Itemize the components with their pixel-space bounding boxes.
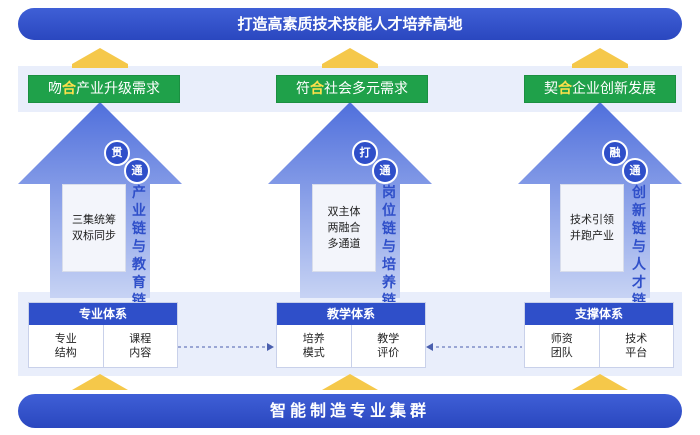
yellow-up-arrow-6 — [572, 374, 628, 390]
yellow-up-arrow-3 — [572, 48, 628, 64]
goal-text-1a: 吻 — [48, 81, 62, 97]
circle-3b: 通 — [622, 158, 648, 184]
goal-box-1: 吻合产业升级需求 — [28, 75, 180, 103]
side-char: 岗 — [382, 185, 396, 201]
dashed-connectors — [178, 343, 522, 351]
circle-1a-text: 贯 — [111, 146, 123, 159]
side-char: 教 — [132, 257, 146, 273]
system-box-3: 支撑体系 师资 团队 技术 平台 — [524, 302, 674, 368]
bottom-banner: 智能制造专业集群 — [18, 394, 682, 428]
goal-highlight-2: 合 — [310, 81, 324, 97]
goal-highlight-1: 合 — [62, 81, 76, 97]
side-char: 新 — [632, 203, 646, 219]
side-char: 才 — [632, 275, 646, 291]
yellow-up-arrow-3-base — [572, 64, 628, 68]
goal-text-2a: 符 — [296, 81, 310, 97]
inner-text-3: 技术引领 并跑产业 — [570, 213, 614, 242]
system-cell-3a: 师资 团队 — [525, 325, 600, 367]
inner-box-3: 技术引领 并跑产业 — [560, 184, 624, 272]
side-char: 育 — [132, 275, 146, 291]
side-char: 业 — [132, 203, 146, 219]
side-text-1: 产 业 链 与 教 育 链 — [130, 184, 148, 310]
side-char: 与 — [382, 239, 396, 255]
top-banner: 打造高素质技术技能人才培养高地 — [18, 8, 682, 40]
yellow-up-arrow-2 — [322, 48, 378, 64]
yellow-up-arrow-1 — [72, 48, 128, 64]
circle-2b: 通 — [372, 158, 398, 184]
yellow-arrows-bottom — [72, 374, 628, 390]
circle-1b: 通 — [124, 158, 150, 184]
inner-text-2: 双主体 两融合 多通道 — [327, 205, 361, 250]
circle-1a: 贯 — [104, 140, 130, 166]
circle-2a-text: 打 — [359, 146, 371, 159]
system-cell-2a: 培养 模式 — [277, 325, 352, 367]
circle-3a: 融 — [602, 140, 628, 166]
circle-2b-text: 通 — [379, 164, 391, 177]
yellow-up-arrow-4 — [72, 374, 128, 390]
side-char: 与 — [132, 239, 146, 255]
side-char: 培 — [382, 257, 396, 273]
goal-text-2b: 社会多元需求 — [324, 81, 408, 97]
circle-3a-text: 融 — [609, 146, 621, 159]
goal-box-3: 契合企业创新发展 — [524, 75, 676, 103]
circle-3b-text: 通 — [629, 164, 641, 177]
system-title-2: 教学体系 — [277, 303, 425, 325]
side-text-2: 岗 位 链 与 培 养 链 — [380, 184, 398, 310]
goal-text-1b: 产业升级需求 — [76, 81, 160, 97]
side-char: 人 — [632, 257, 646, 273]
system-cell-2b: 教学 评价 — [351, 325, 425, 367]
side-char: 链 — [382, 221, 396, 237]
side-char: 链 — [132, 221, 146, 237]
inner-box-2: 双主体 两融合 多通道 — [312, 184, 376, 272]
system-title-1: 专业体系 — [29, 303, 177, 325]
goal-text-3a: 契 — [544, 81, 558, 97]
yellow-up-arrow-1-base — [72, 64, 128, 68]
bottom-banner-text: 智能制造专业集群 — [269, 401, 430, 420]
side-char: 与 — [632, 239, 646, 255]
inner-text-1: 三集统筹 双标同步 — [72, 213, 116, 242]
goal-box-2: 符合社会多元需求 — [276, 75, 428, 103]
system-title-3: 支撑体系 — [525, 303, 673, 325]
side-char: 位 — [382, 203, 396, 219]
inner-box-1: 三集统筹 双标同步 — [62, 184, 126, 272]
system-cell-3b: 技术 平台 — [599, 325, 673, 367]
system-box-2: 教学体系 培养 模式 教学 评价 — [276, 302, 426, 368]
goal-highlight-3: 合 — [558, 81, 572, 97]
side-text-3: 创 新 链 与 人 才 链 — [630, 184, 648, 310]
system-cell-1b: 课程 内容 — [103, 325, 177, 367]
side-char: 养 — [382, 275, 396, 291]
dashed-arrow-right-head — [426, 343, 433, 351]
yellow-up-arrow-5 — [322, 374, 378, 390]
circle-2a: 打 — [352, 140, 378, 166]
goal-text-3b: 企业创新发展 — [572, 81, 656, 97]
circle-1b-text: 通 — [131, 164, 143, 177]
top-banner-text: 打造高素质技术技能人才培养高地 — [237, 15, 463, 33]
system-box-1: 专业体系 专业 结构 课程 内容 — [28, 302, 178, 368]
yellow-arrows-top — [72, 48, 628, 68]
side-char: 链 — [632, 221, 646, 237]
system-cell-1a: 专业 结构 — [29, 325, 104, 367]
side-char: 创 — [632, 185, 646, 201]
side-char: 产 — [132, 185, 146, 201]
yellow-up-arrow-2-base — [322, 64, 378, 68]
dashed-arrow-left-head — [267, 343, 274, 351]
